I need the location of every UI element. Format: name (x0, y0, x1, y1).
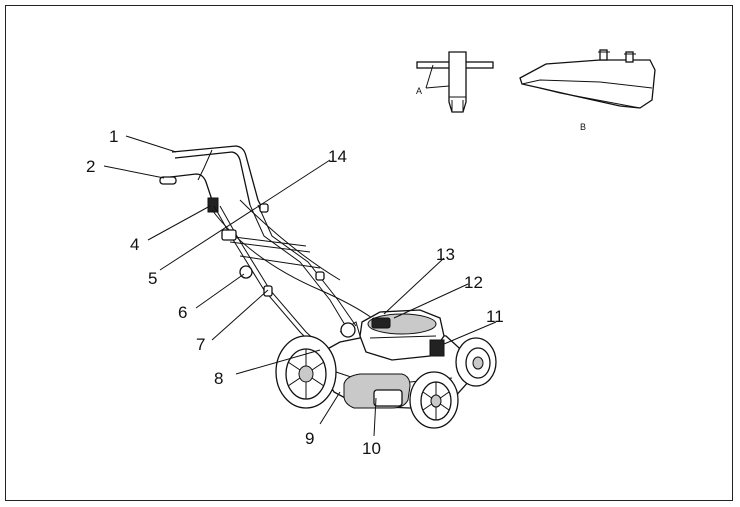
leader-lines (103, 135, 497, 437)
accessory-a-label: A (416, 86, 422, 96)
callout-2: 2 (86, 157, 95, 176)
callout-14: 14 (328, 147, 347, 166)
callout-12: 12 (464, 273, 483, 292)
diagram-frame (5, 5, 733, 501)
accessory-b-mulch-plug (519, 49, 656, 109)
rear-right-wheel (455, 337, 497, 387)
callout-8: 8 (214, 369, 223, 388)
callout-7: 7 (196, 335, 205, 354)
callout-4: 4 (130, 235, 139, 254)
callout-10: 10 (362, 439, 381, 458)
callout-5: 5 (148, 269, 157, 288)
callout-13: 13 (436, 245, 455, 264)
accessory-a-spark-plug-wrench (416, 51, 494, 113)
accessory-b-label: B (580, 122, 586, 132)
callout-9: 9 (305, 429, 314, 448)
callout-11: 11 (486, 307, 504, 326)
callout-1: 1 (109, 127, 118, 146)
front-wheel (409, 371, 459, 429)
callout-6: 6 (178, 303, 187, 322)
rear-left-wheel (275, 335, 337, 409)
lawn-mower (159, 145, 497, 429)
